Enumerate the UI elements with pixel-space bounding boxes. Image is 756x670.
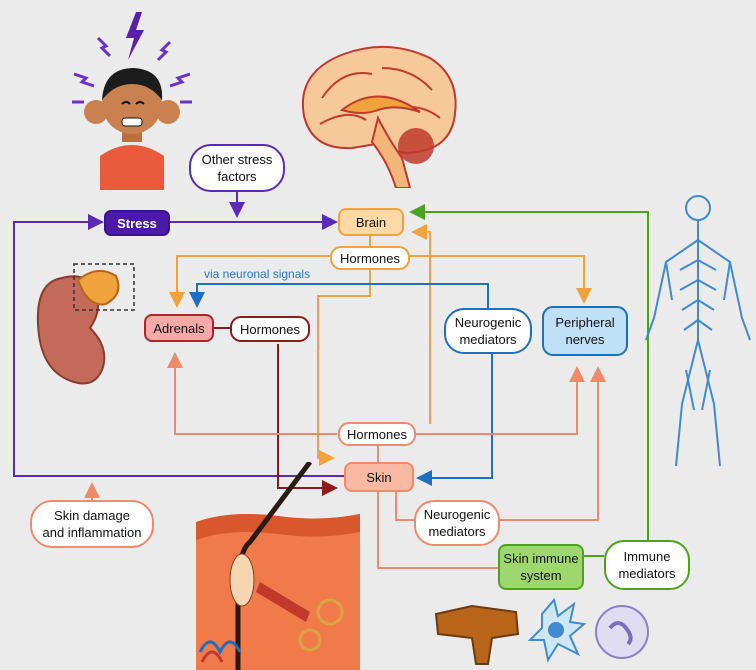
arrow-hormones-to-peripheral [410,256,584,302]
peripheral-nerves-node: Peripheral nerves [542,306,628,356]
brain-illustration [292,38,464,188]
neuronal-signals-label: via neuronal signals [204,267,310,281]
skin-neurogenic-mediators-node: Neurogenic mediators [414,500,500,546]
stress-node: Stress [104,210,170,236]
arrow-skin-hormones-to-adrenals [175,354,337,434]
skin-damage-node: Skin damage and inflammation [30,500,154,548]
adrenals-node: Adrenals [144,314,214,342]
arrow-skin-hormones-to-peripheral [416,368,577,434]
arrow-skin-hormones-to-brain [413,232,430,424]
skin-immune-system-node: Skin immune system [498,544,584,590]
skin-cross-section-illustration [190,462,366,670]
brain-hormones-node: Hormones [330,246,410,270]
nervous-system-illustration [640,190,756,472]
arrow-neurogenic-to-peripheral [498,368,598,520]
immune-cells-illustration [432,594,652,670]
skin-hormones-node: Hormones [338,422,416,446]
line-skin-to-neurogenic [396,492,414,520]
arrow-hormones-to-adrenals [177,256,330,306]
kidney-illustration [32,258,142,392]
stressed-person-illustration [62,8,202,190]
neurogenic-mediators-node: Neurogenic mediators [444,308,532,354]
skin-node: Skin [344,462,414,492]
brain-node: Brain [338,208,404,236]
other-stress-factors-node: Other stress factors [189,144,285,192]
arrow-immune-to-brain [411,212,648,540]
immune-mediators-node: Immune mediators [604,540,690,590]
adrenal-hormones-node: Hormones [230,316,310,342]
